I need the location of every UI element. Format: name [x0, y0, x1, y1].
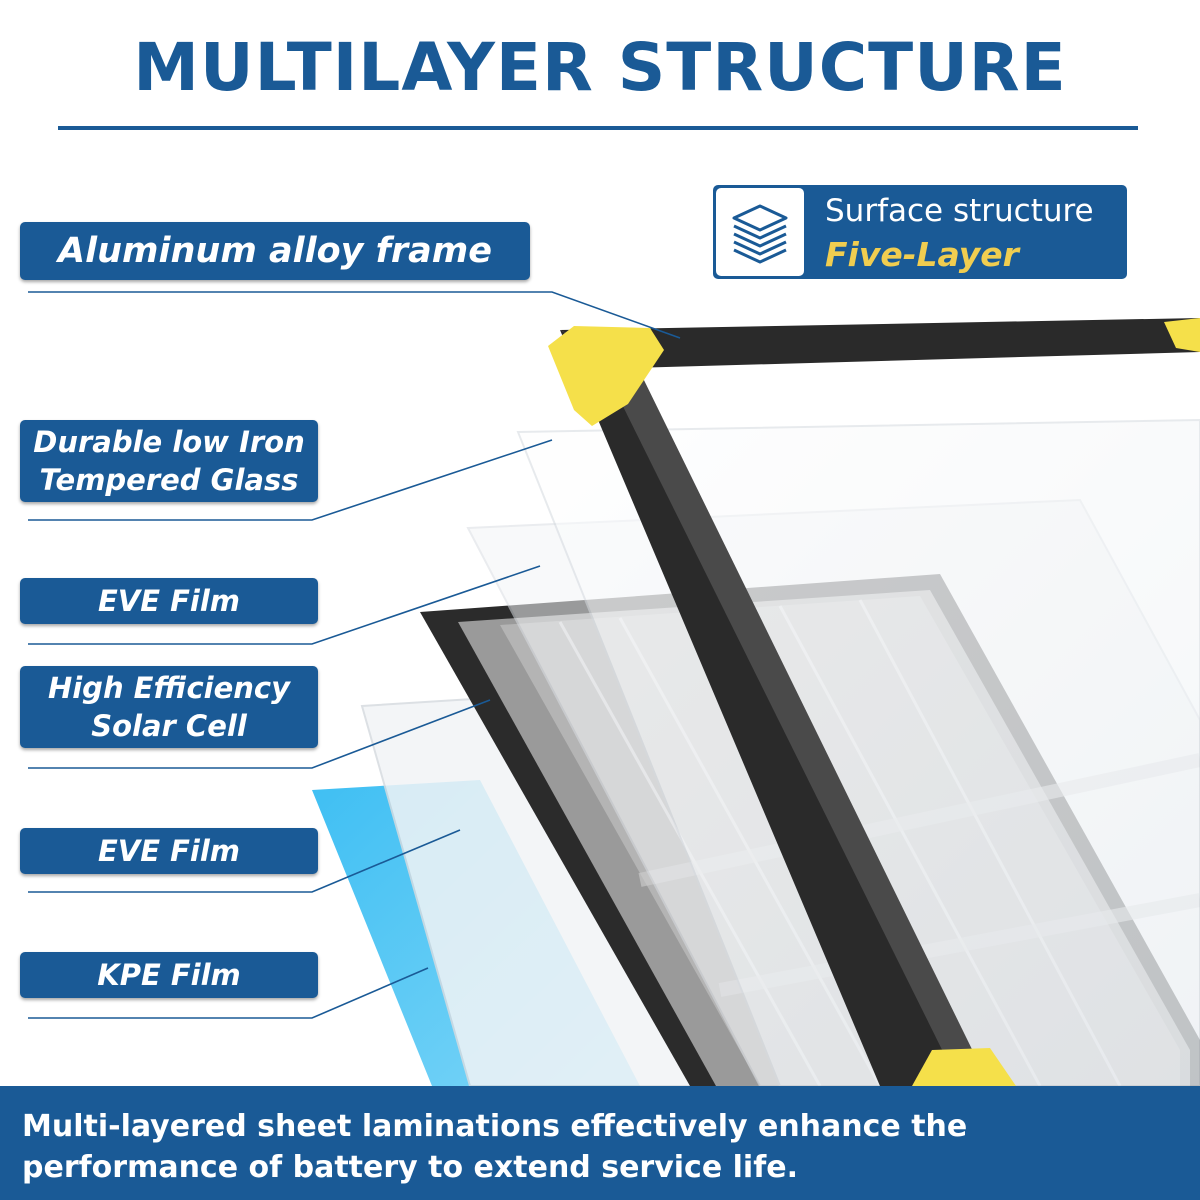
frame-corner-top-left — [548, 326, 664, 426]
leader-eve-2 — [28, 829, 461, 893]
label-eve-film-2-text: EVE Film — [97, 834, 241, 868]
eve-film-2-layer — [360, 694, 702, 1086]
leader-kpe — [28, 967, 429, 1019]
label-solar-cell-line2: Solar Cell — [91, 709, 247, 743]
label-solar-cell-line1: High Efficiency — [47, 671, 291, 705]
label-aluminum-frame-text: Aluminum alloy frame — [58, 231, 492, 271]
leader-glass — [28, 439, 553, 521]
label-tempered-glass-line2: Tempered Glass — [39, 463, 299, 497]
label-kpe-film-text: KPE Film — [97, 958, 241, 992]
label-tempered-glass-line1: Durable low Iron — [33, 425, 305, 459]
label-kpe-film: KPE Film — [20, 952, 318, 998]
frame-corner-bottom — [912, 1048, 1016, 1086]
leader-eve-1 — [28, 565, 541, 645]
label-eve-film-2: EVE Film — [20, 828, 318, 874]
label-solar-cell: High Efficiency Solar Cell — [20, 666, 318, 748]
leader-solar-cell — [28, 699, 491, 769]
title-divider — [58, 126, 1138, 130]
label-eve-film-1-text: EVE Film — [97, 584, 241, 618]
aluminum-frame-top — [560, 318, 1200, 368]
page-title: MULTILAYER STRUCTURE — [133, 29, 1067, 106]
label-tempered-glass: Durable low Iron Tempered Glass — [20, 420, 318, 502]
footer-text: Multi-layered sheet laminations effectiv… — [22, 1109, 968, 1185]
frame-corner-top-right — [1164, 318, 1200, 352]
badge-subtitle: Five-Layer — [825, 235, 1019, 274]
label-eve-film-1: EVE Film — [20, 578, 318, 624]
label-aluminum-frame: Aluminum alloy frame — [20, 222, 530, 280]
layers-icon — [716, 188, 804, 276]
surface-structure-badge: Surface structure Five-Layer — [713, 185, 1127, 279]
leader-frame — [28, 291, 681, 339]
badge-title: Surface structure — [825, 193, 1094, 229]
footer-banner: Multi-layered sheet laminations effectiv… — [0, 1086, 1200, 1200]
